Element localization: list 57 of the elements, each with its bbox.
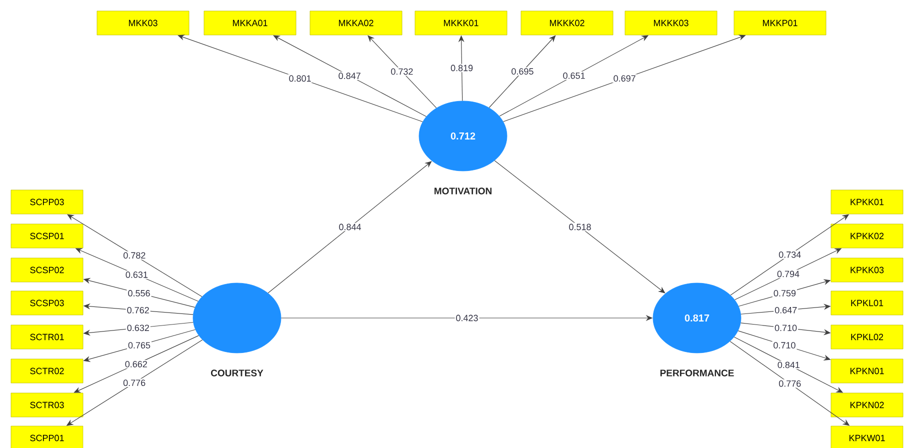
arrow xyxy=(268,161,432,294)
indicator-box: KPKN02 xyxy=(830,392,904,418)
edge-label: 0.801 xyxy=(288,74,312,83)
construct-label: COURTESY xyxy=(211,370,264,376)
arrow xyxy=(494,160,666,294)
edge-label: 0.423 xyxy=(454,314,480,322)
edge-label: 0.765 xyxy=(127,341,152,350)
edge-label: 0.841 xyxy=(776,360,801,370)
indicator-box: MKKA02 xyxy=(310,10,402,36)
edge-label: 0.556 xyxy=(126,289,152,298)
indicator-box: SCTR02 xyxy=(10,358,84,384)
edge-label: 0.762 xyxy=(126,306,150,314)
edge-label: 0.776 xyxy=(778,379,802,388)
indicator-box: KPKK03 xyxy=(830,258,904,282)
indicator-box: KPKK01 xyxy=(830,190,904,214)
indicator-box: MKKA01 xyxy=(204,10,296,36)
edge-label: 0.776 xyxy=(122,378,147,388)
edge-label: 0.794 xyxy=(776,270,801,278)
edge-label: 0.710 xyxy=(772,341,797,350)
edge-label: 0.695 xyxy=(510,67,535,76)
edge-label: 0.734 xyxy=(778,250,802,259)
arrow xyxy=(178,34,423,122)
edge-label: 0.759 xyxy=(772,289,797,298)
indicator-box: MKKP01 xyxy=(734,10,826,36)
indicator-box: KPKK02 xyxy=(830,224,904,248)
indicator-box: SCPP01 xyxy=(10,426,84,448)
indicator-box: KPKW01 xyxy=(830,426,904,448)
indicator-box: SCTR01 xyxy=(10,324,84,350)
edge-label: 0.631 xyxy=(124,270,149,279)
edge-label: 0.819 xyxy=(450,64,474,72)
edge-label: 0.697 xyxy=(612,74,637,83)
edge-label: 0.732 xyxy=(390,67,414,76)
edge-label: 0.662 xyxy=(124,360,148,368)
indicator-box: MKKK01 xyxy=(414,10,508,36)
arrow xyxy=(368,35,437,108)
indicator-box: SCTR03 xyxy=(10,392,84,418)
edge-label: 0.647 xyxy=(774,306,798,314)
indicator-box: SCSP01 xyxy=(10,224,84,248)
construct-label: PERFORMANCE xyxy=(660,370,734,376)
construct-label: MOTIVATION xyxy=(434,188,492,194)
edge-label: 0.710 xyxy=(774,324,798,332)
indicator-box: KPKN01 xyxy=(830,358,904,384)
edge-label: 0.651 xyxy=(562,72,586,80)
edge-label: 0.632 xyxy=(126,324,150,332)
arrow xyxy=(488,35,556,108)
indicator-box: SCSP02 xyxy=(10,258,84,282)
edge-label: 0.782 xyxy=(122,251,147,260)
edge-label: 0.844 xyxy=(338,222,362,232)
indicator-box: SCPP03 xyxy=(10,190,84,214)
indicator-box: KPKL02 xyxy=(830,324,904,350)
indicator-box: MKKK02 xyxy=(520,10,614,36)
indicator-box: KPKL01 xyxy=(830,290,904,316)
edge-label: 0.518 xyxy=(568,222,592,232)
indicator-box: MKK03 xyxy=(96,10,190,36)
indicator-box: MKKK03 xyxy=(624,10,718,36)
indicator-box: SCSP03 xyxy=(10,290,84,316)
edge-label: 0.847 xyxy=(337,72,362,80)
